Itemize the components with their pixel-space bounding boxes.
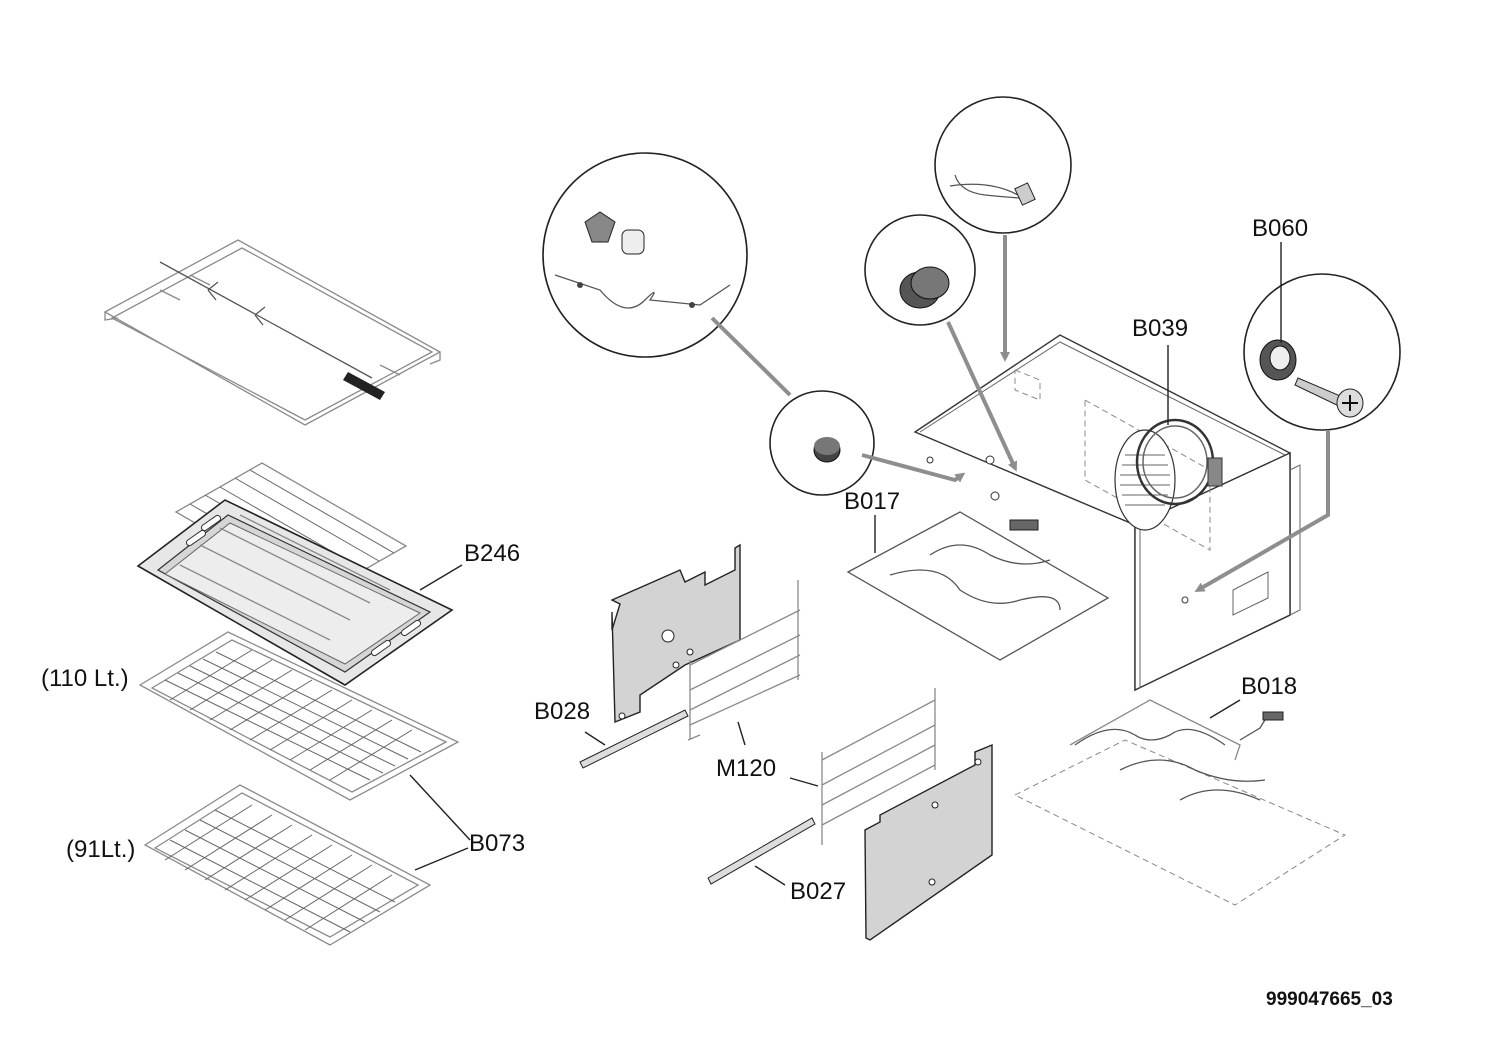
telescopic-slide-left <box>579 709 689 769</box>
side-rails-right <box>821 688 936 845</box>
leader-b246 <box>419 564 463 591</box>
part-label-b017: B017 <box>844 488 901 515</box>
document-id: 999047665_03 <box>1266 989 1393 1010</box>
callout-sensor <box>934 96 1072 234</box>
left-side-panel <box>610 543 741 724</box>
arrow-b060 <box>1194 430 1330 592</box>
wire-rack-110 <box>138 631 460 801</box>
part-label-91-lt: (91Lt.) <box>66 836 136 863</box>
part-label-b028: B028 <box>534 698 591 725</box>
leader-b027 <box>754 865 786 886</box>
leader-b073-upper <box>409 774 471 841</box>
arrow-cap <box>946 321 1018 472</box>
rotisserie-rack <box>103 239 442 426</box>
wire-rack-91 <box>143 784 432 946</box>
arrow-small-plug <box>861 453 966 483</box>
leader-b018 <box>1209 699 1241 719</box>
leader-m120-lower <box>789 777 819 787</box>
part-label-b039: B039 <box>1132 315 1189 342</box>
top-heater <box>1013 699 1347 906</box>
callout-b060 <box>1243 273 1401 431</box>
part-label-110-lt: (110 Lt.) <box>41 665 129 692</box>
part-label-m120: M120 <box>716 755 777 782</box>
bottom-heater <box>846 511 1110 661</box>
part-label-b027: B027 <box>790 878 847 905</box>
side-rails-left <box>687 580 801 741</box>
leader-b073-lower <box>414 847 469 871</box>
baking-pan <box>136 499 454 686</box>
telescopic-slide-right <box>707 817 816 885</box>
link-probe <box>710 316 792 397</box>
leader-m120-upper <box>737 721 746 746</box>
part-label-b246: B246 <box>464 540 521 567</box>
leader-b028 <box>584 731 606 746</box>
callout-cap <box>864 214 976 326</box>
callout-small-plug <box>769 390 875 496</box>
part-label-b073: B073 <box>469 830 526 857</box>
right-side-panel <box>864 743 993 941</box>
oven-cavity <box>913 334 1301 692</box>
part-label-b018: B018 <box>1241 673 1298 700</box>
part-label-b060: B060 <box>1252 215 1309 242</box>
circular-heater <box>1114 418 1223 531</box>
callout-probe <box>542 152 748 358</box>
